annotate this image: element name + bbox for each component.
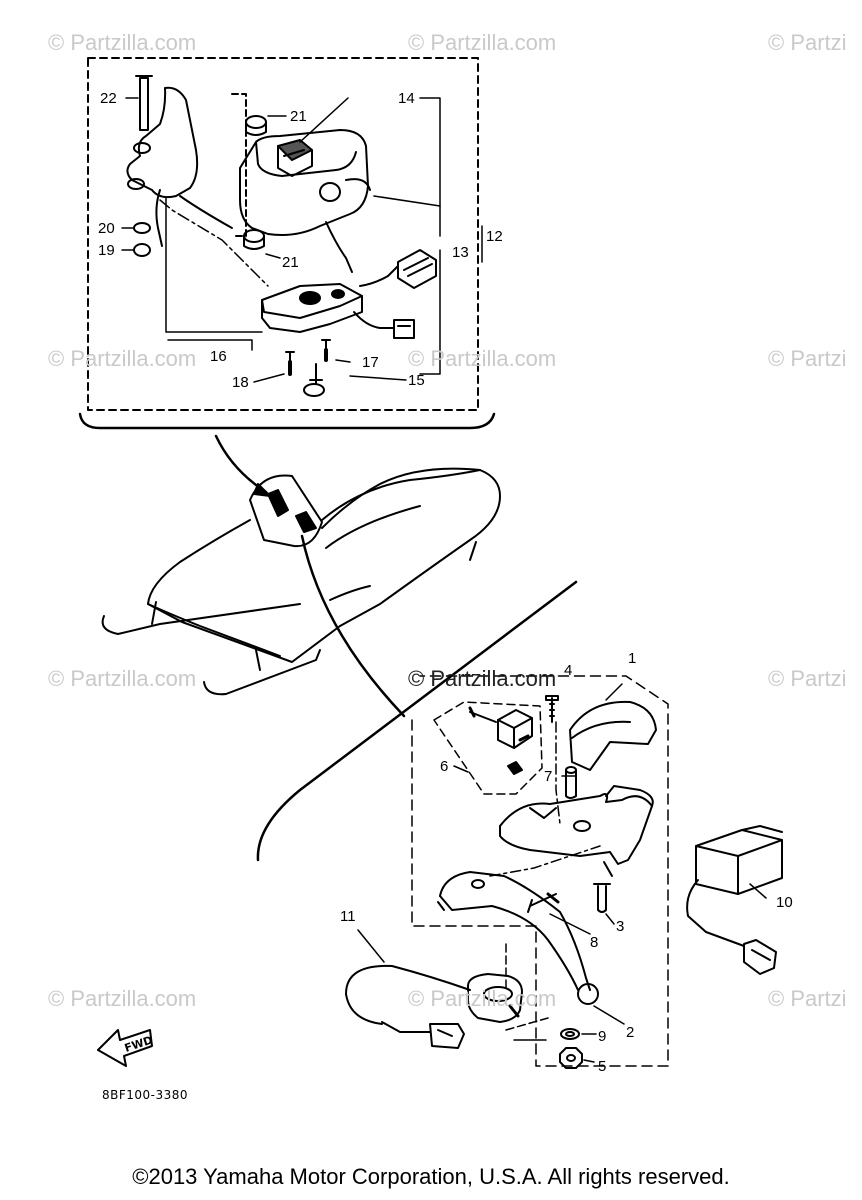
callout-6: 6 <box>440 758 449 775</box>
screw-17 <box>321 339 331 362</box>
rubber-21-bottom <box>243 229 265 250</box>
bolt-4 <box>545 695 559 723</box>
snowmobile <box>101 467 501 696</box>
callout-15: 15 <box>408 372 425 389</box>
sensor-11 <box>345 939 523 1049</box>
callout-14: 14 <box>398 90 415 107</box>
housing-cover <box>569 700 657 771</box>
washer-9 <box>560 1028 580 1040</box>
watermark: © Partzilla.com <box>408 986 557 1011</box>
callout-21-bottom: 21 <box>282 254 299 271</box>
callout-12: 12 <box>486 228 503 245</box>
callout-13: 13 <box>452 244 469 261</box>
callout-10: 10 <box>776 894 793 911</box>
connector-13 <box>397 249 437 289</box>
callout-2: 2 <box>626 1024 635 1041</box>
watermark: © Partzilla.com <box>408 30 557 55</box>
watermark: © Partzilla.com <box>408 346 557 371</box>
watermark: © Partzilla.com <box>48 30 197 55</box>
watermark: © Partzilla.com <box>48 986 197 1011</box>
callout-16: 16 <box>210 348 227 365</box>
nut-20 <box>133 222 151 234</box>
callout-4: 4 <box>564 662 573 679</box>
callout-22: 22 <box>100 90 117 107</box>
watermark: © Partzilla.com <box>48 666 197 691</box>
callout-11: 11 <box>340 908 356 925</box>
callout-1: 1 <box>628 650 637 667</box>
callout-9: 9 <box>598 1028 607 1045</box>
callout-3: 3 <box>616 918 625 935</box>
callout-5: 5 <box>598 1058 607 1075</box>
assembly-frame-1 <box>411 675 669 1067</box>
nut-5 <box>559 1047 583 1069</box>
callout-21-top: 21 <box>290 108 307 125</box>
bolt-15 <box>303 363 325 397</box>
screw-8 <box>527 892 560 913</box>
subassembly-frame-6 <box>433 701 543 795</box>
nut-19 <box>133 243 151 257</box>
pin-7 <box>565 766 577 799</box>
switch-10 <box>686 825 783 975</box>
rubber-21-top <box>245 115 267 136</box>
watermark: © Partzi <box>768 666 847 691</box>
mount-bracket-dash <box>231 93 247 237</box>
bracket-part <box>126 75 233 247</box>
watermark: © Partzilla.com <box>48 346 197 371</box>
fwd-arrow-icon <box>97 1029 153 1067</box>
copyright-footer: ©2013 Yamaha Motor Corporation, U.S.A. A… <box>132 1164 730 1189</box>
watermark: © Partzi <box>768 986 847 1011</box>
callout-18: 18 <box>232 374 249 391</box>
pointer-line-bottom <box>300 534 406 718</box>
callout-17: 17 <box>362 354 379 371</box>
unit-14 <box>239 129 399 287</box>
lever-2 <box>437 871 599 1005</box>
callout-8: 8 <box>590 934 599 951</box>
watermark: © Partzi <box>768 346 847 371</box>
screw-3 <box>593 883 611 913</box>
callout-7: 7 <box>544 768 553 785</box>
diagram-code: 8BF100-3380 <box>102 1088 189 1102</box>
screw-18 <box>285 351 295 376</box>
unit-16 <box>261 283 415 339</box>
callout-19: 19 <box>98 242 115 259</box>
part-6-block <box>468 706 533 775</box>
center-watermark: © Partzilla.com <box>408 666 557 691</box>
callout-20: 20 <box>98 220 115 237</box>
handlebar-outline <box>256 580 578 862</box>
inset-box <box>78 57 496 430</box>
watermark: © Partzi <box>768 30 847 55</box>
lever-bracket <box>499 785 654 877</box>
